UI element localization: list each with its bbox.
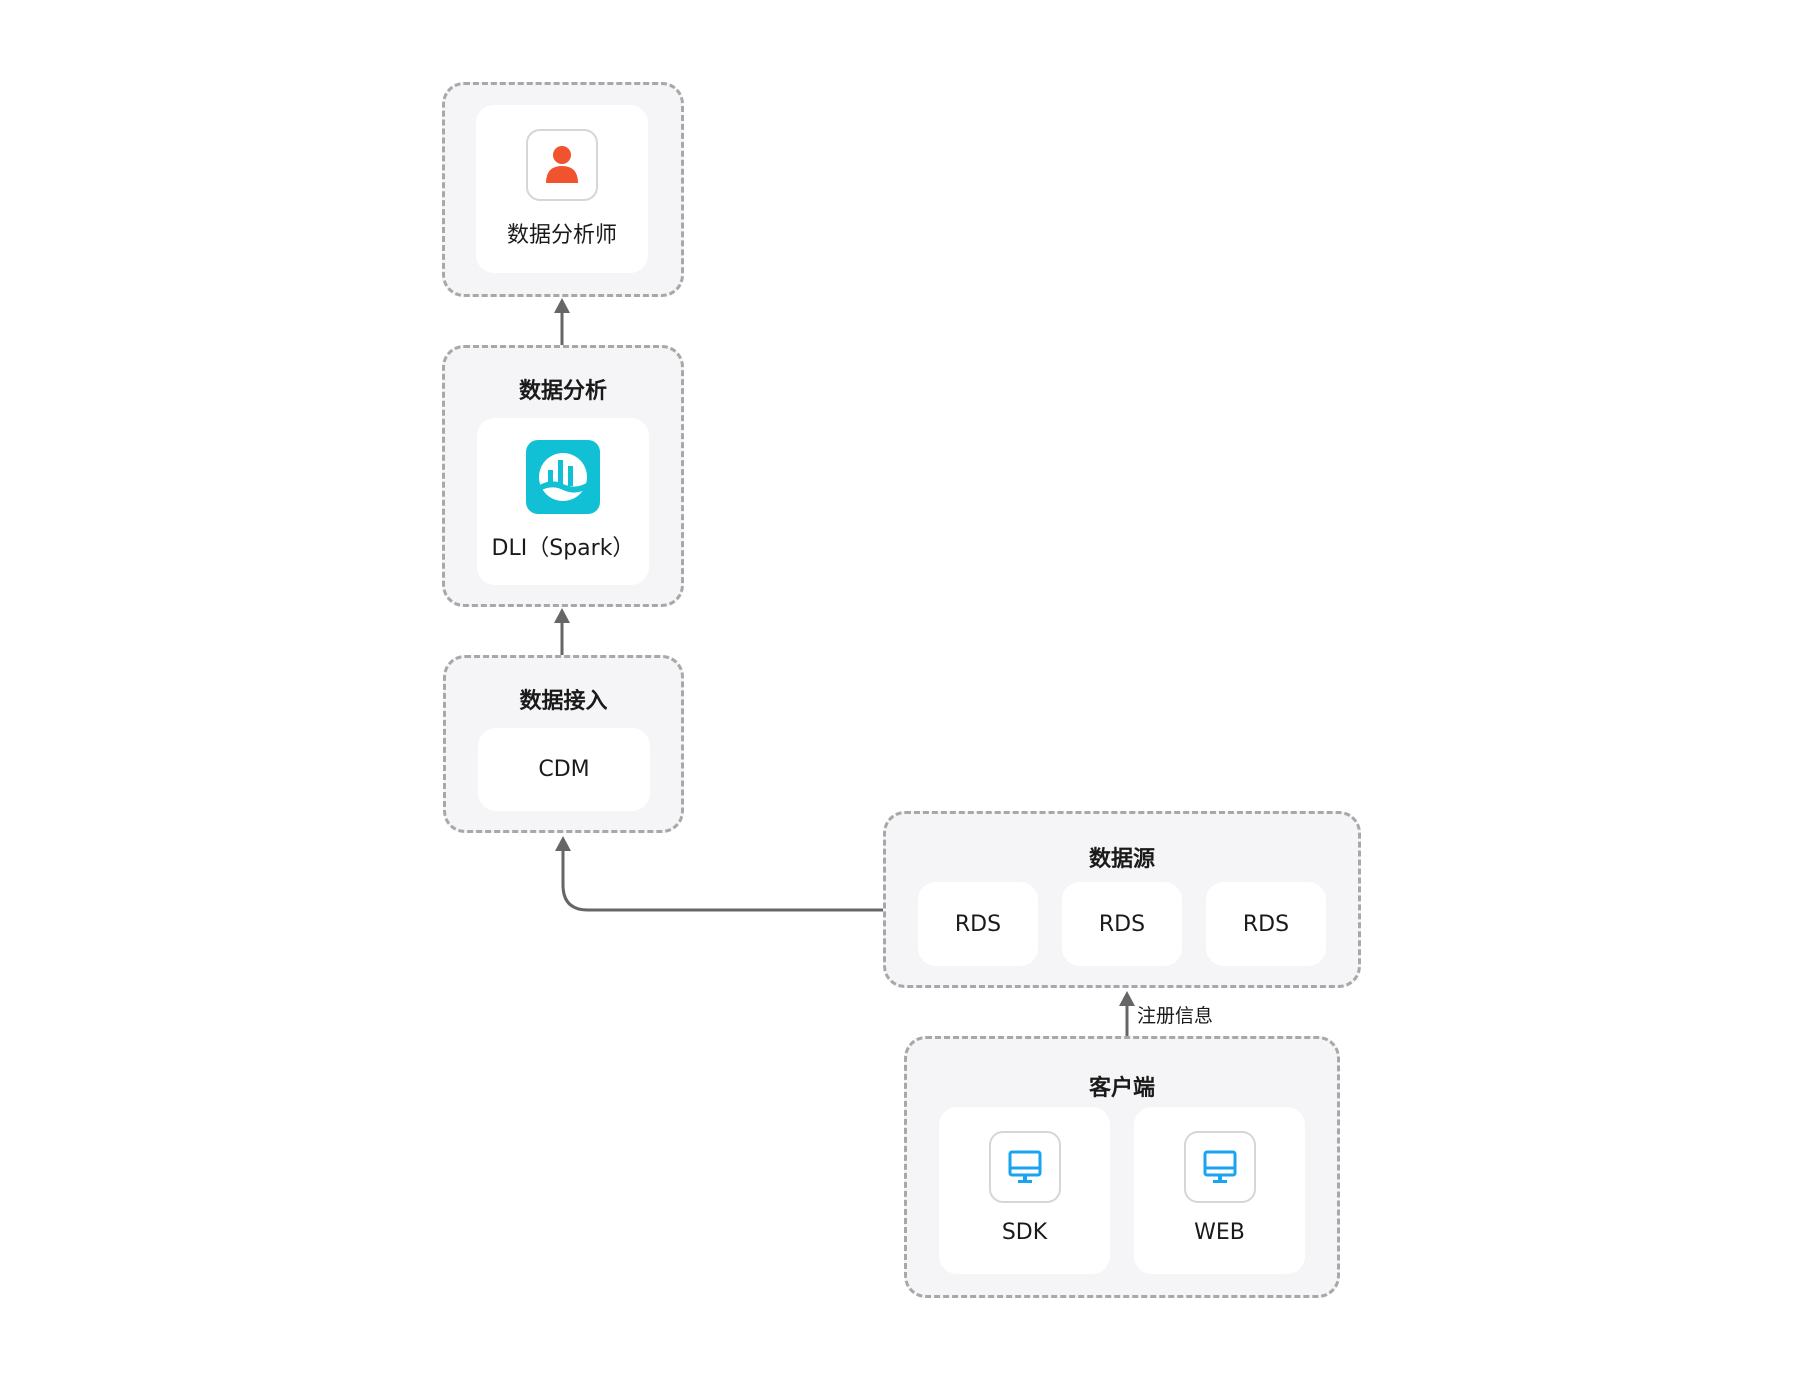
analyst-icon-box <box>526 129 598 201</box>
dli-label: DLI（Spark） <box>491 536 635 561</box>
register-label: 注册信息 <box>1137 1005 1214 1027</box>
source-title: 数据源 <box>1088 847 1155 872</box>
analyst-group: 数据分析师 <box>442 82 684 297</box>
sdk-icon-box <box>989 1131 1061 1203</box>
monitor-icon <box>1008 1150 1042 1183</box>
dli-chart-icon <box>526 440 600 514</box>
web-card[interactable]: WEB <box>1134 1107 1305 1274</box>
client-group: 客户端 SDK WEB <box>904 1036 1340 1298</box>
web-icon-box <box>1184 1131 1256 1203</box>
analysis-group: 数据分析 DLI（Spark） <box>442 345 684 607</box>
rds-card[interactable]: RDS <box>1206 882 1326 966</box>
analysis-title: 数据分析 <box>518 379 607 404</box>
analyst-label: 数据分析师 <box>506 223 617 248</box>
sdk-card[interactable]: SDK <box>939 1107 1110 1274</box>
ingest-group: 数据接入 CDM <box>443 655 684 833</box>
web-label: WEB <box>1194 1220 1245 1245</box>
arrow-source-to-ingest <box>561 848 883 912</box>
analyst-card[interactable]: 数据分析师 <box>476 105 648 273</box>
sdk-label: SDK <box>1001 1220 1048 1245</box>
dli-card[interactable]: DLI（Spark） <box>477 418 649 585</box>
cdm-card[interactable]: CDM <box>478 728 650 811</box>
client-title: 客户端 <box>1088 1076 1155 1101</box>
rds-card[interactable]: RDS <box>1062 882 1182 966</box>
monitor-icon <box>1203 1150 1237 1183</box>
rds-card[interactable]: RDS <box>918 882 1038 966</box>
source-group: 数据源 RDS RDS RDS <box>883 811 1361 988</box>
ingest-title: 数据接入 <box>519 689 608 714</box>
user-icon <box>546 146 578 183</box>
